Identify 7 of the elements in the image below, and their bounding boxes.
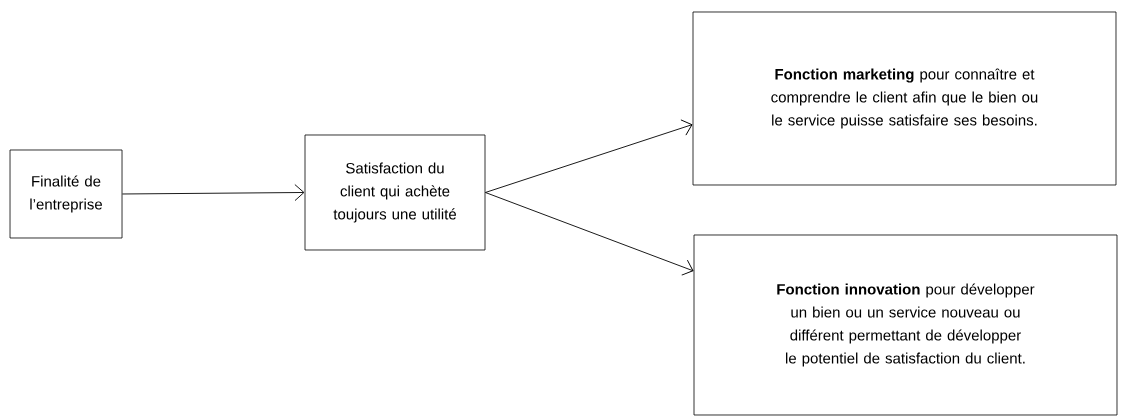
arrow	[121, 184, 305, 201]
text-box: Satisfaction du client qui achète toujours une utilité	[304, 134, 486, 251]
text-box: Finalité de l’entreprise	[9, 149, 123, 239]
text-box: Fonction marketing pour connaître et comprendre le client afin que le bien ou le service puisse satisfaire ses besoins.	[692, 11, 1117, 186]
text-box: Fonction innovation pour développer un bien ou un service nouveau ou différent permettant de développer le potentiel de satisfaction du client.	[693, 234, 1118, 416]
arrow	[484, 119, 693, 193]
arrow	[484, 192, 694, 276]
